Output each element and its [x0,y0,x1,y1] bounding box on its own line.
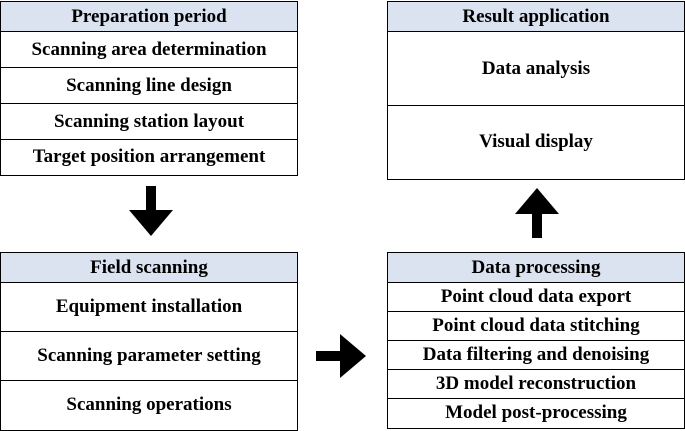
down-arrow-icon [129,186,173,236]
field-scanning-step: Equipment installation [1,283,297,332]
preparation-step: Scanning station layout [1,104,297,140]
data-processing-box: Data processing Point cloud data export … [387,252,685,429]
result-application-step: Data analysis [388,32,684,106]
result-application-box: Result application Data analysis Visual … [387,1,685,180]
data-processing-step: 3D model reconstruction [388,370,684,399]
field-scanning-step: Scanning operations [66,394,232,415]
up-arrow-icon [515,188,559,238]
field-scanning-box: Field scanning Equipment installation Sc… [0,252,298,431]
data-processing-title: Data processing [388,253,684,283]
field-scanning-title: Field scanning [1,253,297,283]
result-application-step: Visual display [479,131,593,152]
field-scanning-step: Scanning parameter setting [1,332,297,381]
preparation-step: Scanning area determination [1,32,297,68]
data-processing-step: Data filtering and denoising [388,341,684,370]
data-processing-step: Point cloud data export [388,283,684,312]
result-application-title: Result application [388,2,684,32]
data-processing-step: Point cloud data stitching [388,312,684,341]
preparation-period-title: Preparation period [1,2,297,32]
preparation-period-box: Preparation period Scanning area determi… [0,1,298,176]
preparation-step: Target position arrangement [32,146,266,167]
right-arrow-icon [316,334,366,378]
data-processing-step: Model post-processing [445,402,627,423]
preparation-step: Scanning line design [1,68,297,104]
